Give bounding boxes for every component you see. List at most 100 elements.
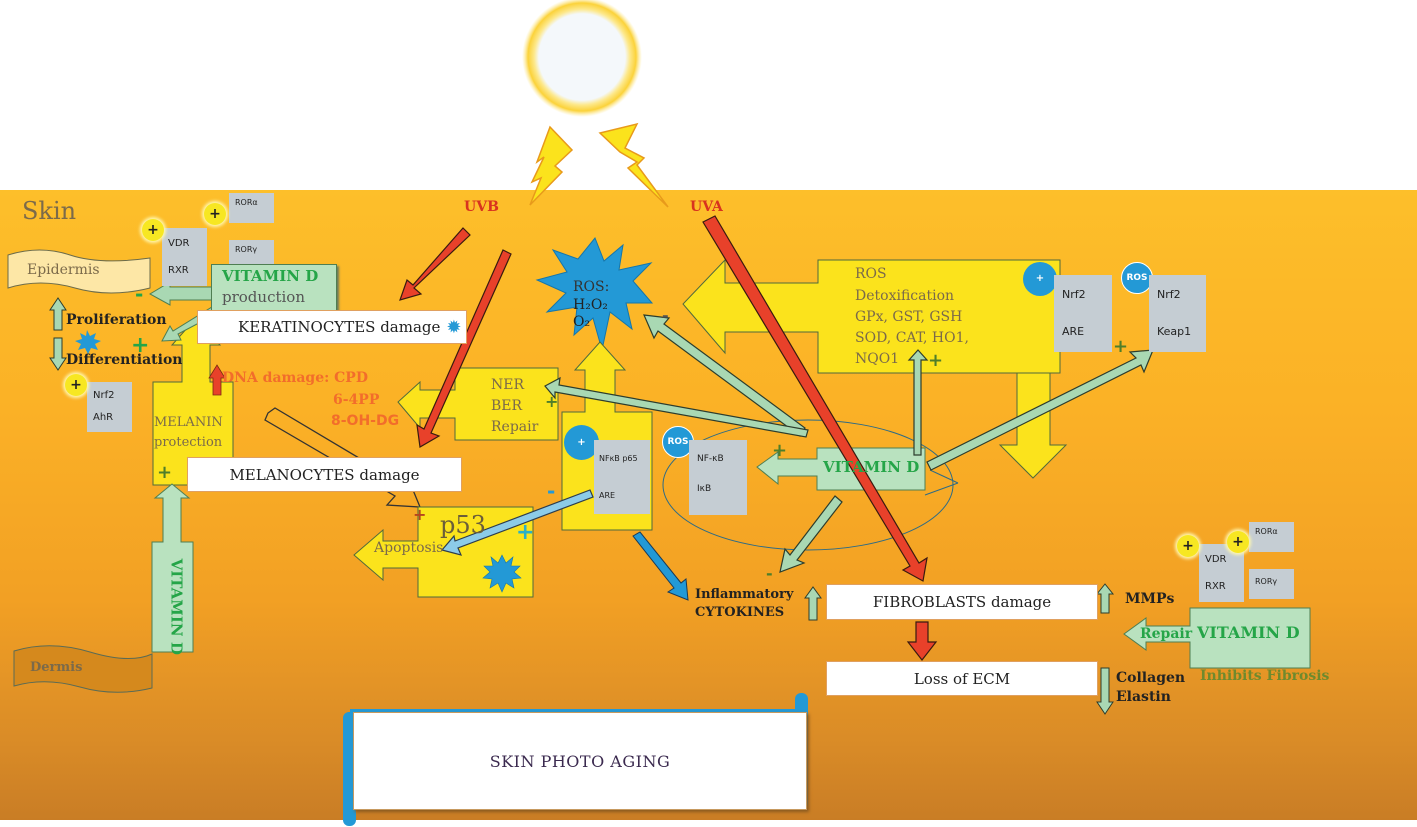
- dermis-banner: [13, 645, 153, 693]
- apoptosis-label: Apoptosis: [374, 540, 444, 556]
- repair-box: [397, 367, 559, 441]
- nfkb-to-p53-arrow: [440, 489, 594, 556]
- vdr-activation-plus-icon: +: [142, 219, 164, 241]
- proliferation-plus-sign: +: [131, 333, 150, 358]
- fibroblasts-damage-label: FIBROBLASTS damage: [872, 593, 1052, 611]
- nfkb-label: NF-κB: [697, 454, 724, 464]
- dna-damage-6-4pp: 6-4PP: [333, 392, 380, 408]
- nrf2-are-receptor: Nrf2 ARE: [1054, 275, 1112, 352]
- skin-label: Skin: [22, 197, 77, 225]
- vdr-rxr-right-receptor: VDR RXR: [1199, 544, 1244, 602]
- keratinocytes-burst-icon: ✹: [446, 316, 462, 338]
- keratinocytes-damage-label: KERATINOCYTES damage: [238, 318, 441, 336]
- keap1-ros-badge-icon: ROS: [1121, 262, 1153, 294]
- nrf2-are-are-label: ARE: [1062, 325, 1085, 338]
- are-center-label: ARE: [599, 491, 616, 500]
- nrf2-ahr-receptor: Nrf2 AhR: [87, 382, 132, 432]
- p53-label: p53: [440, 511, 486, 539]
- repair-label-right: Repair: [1140, 626, 1193, 642]
- mmps-label: MMPs: [1125, 591, 1175, 607]
- nfkb-are-receptor: NFκB p65 ARE: [594, 440, 650, 514]
- sun-icon: [522, 0, 642, 117]
- repair-vitamin-d-arrow: [1123, 607, 1311, 669]
- vitd-to-repair-arrow: [544, 376, 809, 438]
- vdr-rxr-receptor: VDR RXR: [162, 228, 207, 286]
- ror-gamma-label: RORγ: [235, 245, 258, 254]
- nrf2-keap1-nrf2-label: Nrf2: [1157, 288, 1181, 301]
- proliferation-label: Proliferation: [66, 312, 167, 328]
- ahr-label: AhR: [93, 412, 114, 423]
- fibroblasts-to-ecm-arrow: [906, 621, 938, 661]
- vitamin-d-vertical-arrow: [151, 483, 194, 653]
- nfkb-activation-plus-icon: +: [564, 425, 599, 460]
- vitamin-d-right-label: VITAMIN D: [1197, 623, 1300, 642]
- ros-detox-line1: ROS: [855, 266, 887, 282]
- differentiation-down-arrow: [49, 337, 67, 371]
- mmps-up-arrow: [1095, 583, 1115, 614]
- ros-badge-icon: ROS: [662, 426, 694, 458]
- ror-gamma-receptor: RORγ: [229, 240, 274, 264]
- ror-alpha-label: RORα: [235, 198, 258, 207]
- vdr-right-plus-icon: +: [1177, 535, 1199, 557]
- nfkb-p65-label: NFκB p65: [599, 454, 638, 463]
- vitd-to-detox-arrow: [907, 349, 929, 456]
- blue-arrows: [440, 489, 594, 556]
- uv-red-arrows: [399, 215, 938, 661]
- nfkb-minus-sign: -: [547, 479, 556, 503]
- rxr-label: RXR: [168, 265, 189, 276]
- inhibits-fibrosis-label: Inhibits Fibrosis: [1200, 668, 1330, 684]
- repair-plus-sign: +: [545, 392, 559, 411]
- title-scroll: SKIN PHOTO AGING: [353, 712, 807, 810]
- ror-activation-plus-icon: +: [204, 203, 226, 225]
- vitd-to-cytokines-arrow: [779, 495, 843, 573]
- epidermis-label: Epidermis: [27, 262, 100, 278]
- ros-star-h2o2: H₂O₂: [573, 297, 608, 313]
- melanocytes-damage-box: MELANOCYTES damage: [187, 457, 462, 492]
- diagram-title: SKIN PHOTO AGING: [489, 751, 671, 771]
- elastin-label: Elastin: [1116, 689, 1171, 705]
- ror-gamma-right-receptor: RORγ: [1249, 569, 1294, 599]
- epidermis-banner: [7, 249, 151, 294]
- vitamin-d-vertical-label: VITAMIN D: [167, 558, 186, 655]
- uva-label: UVA: [690, 199, 723, 215]
- melanin-label: MELANIN: [154, 415, 223, 430]
- p53-ros-burst-icon: [482, 554, 522, 593]
- production-to-epidermis-arrow: [148, 281, 213, 306]
- melanocytes-damage-label: MELANOCYTES damage: [229, 465, 420, 484]
- ror-alpha-receptor: RORα: [229, 193, 274, 223]
- uvb-to-keratinocytes-arrow: [399, 227, 471, 301]
- uvb-to-melanocytes-arrow: [416, 249, 512, 448]
- ros-star-o2: O₂: [573, 314, 591, 330]
- ror-gamma-right-label: RORγ: [1255, 577, 1278, 586]
- ikb-label: IκB: [697, 484, 712, 494]
- collagen-down-arrow: [1096, 667, 1114, 715]
- proliferation-burst-icon: [75, 330, 101, 354]
- cytokines-up-arrow: [804, 586, 822, 621]
- ner-label: NER: [491, 377, 525, 393]
- rxr-right-label: RXR: [1205, 581, 1226, 592]
- vitamin-d-green-arrows: [544, 314, 1154, 573]
- dermis-label: Dermis: [30, 660, 83, 675]
- nrf2-keap1-receptor: Nrf2 Keap1: [1149, 275, 1206, 352]
- nrf2-activation-plus-icon: +: [65, 374, 87, 396]
- nfkb-ikb-complex: NF-κB IκB: [689, 440, 747, 515]
- differentiation-label: Differentiation: [66, 352, 183, 368]
- collagen-label: Collagen: [1116, 670, 1186, 686]
- ber-label: BER: [491, 398, 523, 414]
- keratinocytes-damage-box: KERATINOCYTES damage ✹: [197, 310, 467, 344]
- vitamin-d-center-label: VITAMIN D: [823, 458, 920, 476]
- uvb-lightning-icon: [529, 125, 574, 206]
- vitamin-d-center-arrow: [756, 447, 926, 491]
- ros-minus-sign: -: [662, 306, 669, 325]
- vitamin-d-center-plus-sign: +: [772, 440, 788, 461]
- vitd-to-ros-arrow: [643, 314, 806, 437]
- melanin-protection-label: protection: [154, 435, 223, 450]
- dna-damage-up-arrow: [208, 364, 226, 396]
- loss-of-ecm-label: Loss of ECM: [913, 669, 1011, 688]
- vitd-to-keap1-arrow: [926, 349, 1154, 471]
- dna-damage-8-oh-dg: 8-OH-DG: [331, 413, 400, 429]
- uva-to-fibroblasts-arrow: [702, 215, 928, 582]
- ros-detox-line4: SOD, CAT, HO1,: [855, 330, 969, 346]
- detox-plus-sign: +: [928, 350, 944, 371]
